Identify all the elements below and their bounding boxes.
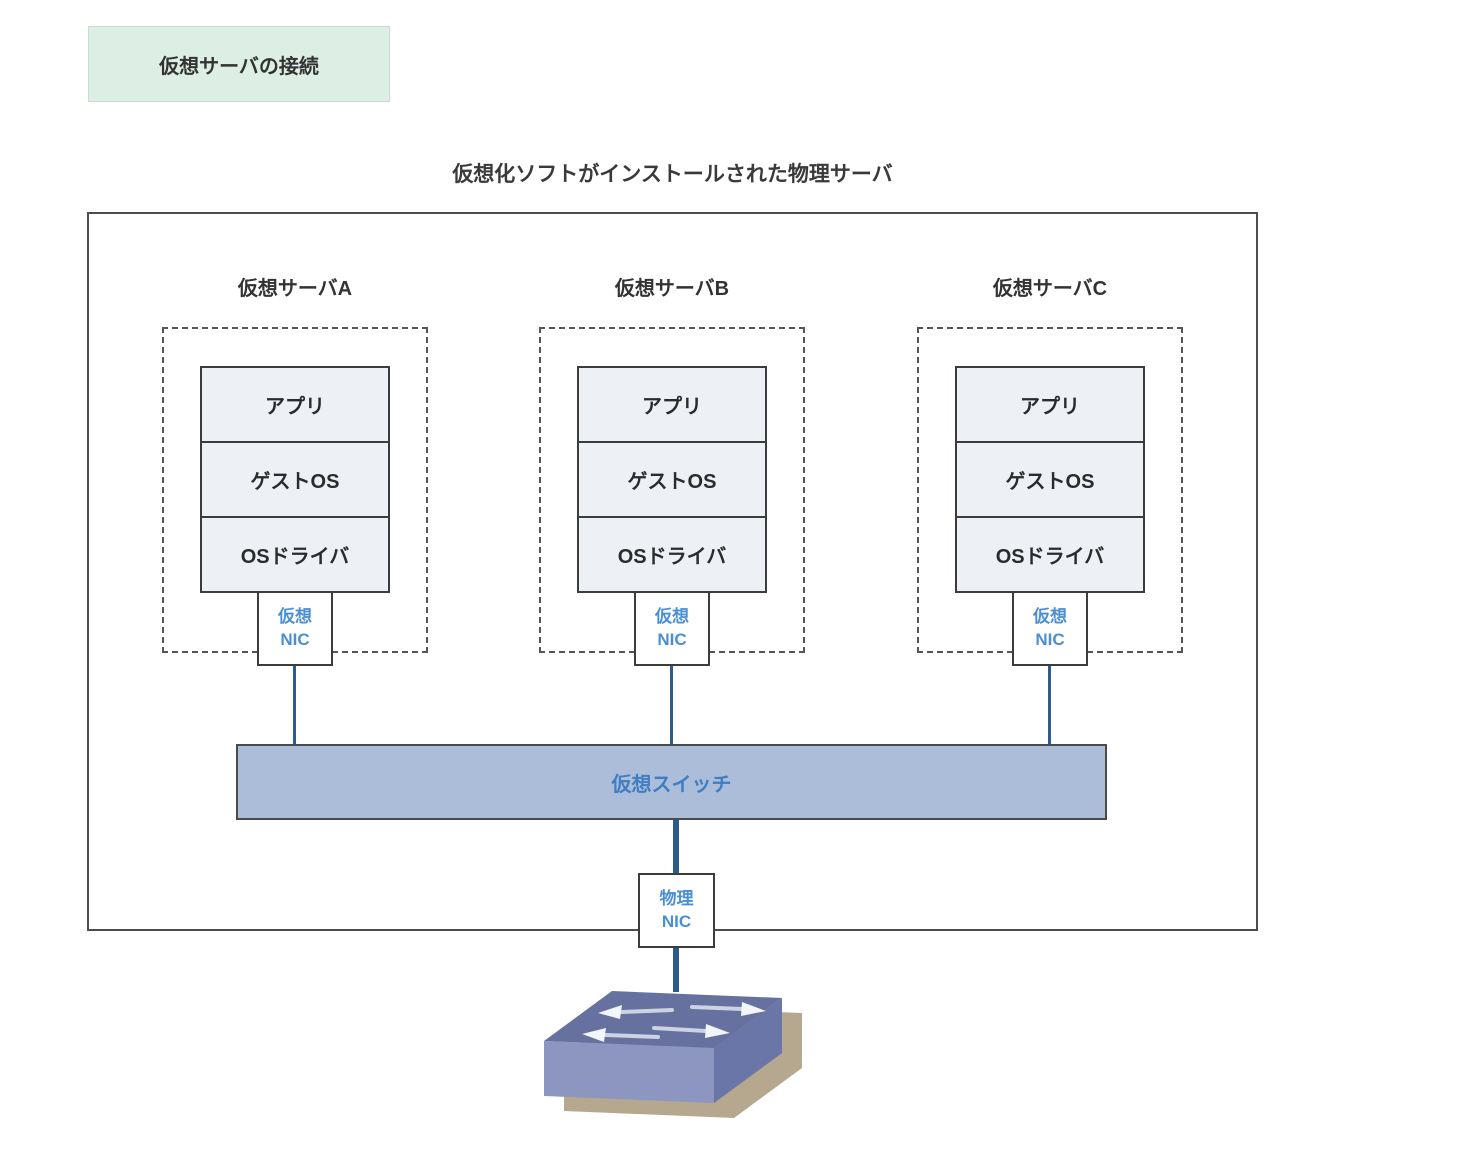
server-b-virtual-nic: 仮想 NIC	[634, 591, 710, 666]
server-c-layer-app: アプリ	[957, 368, 1143, 441]
server-a-layer-guest-os: ゲストOS	[202, 441, 388, 516]
server-a-virtual-nic-line2: NIC	[280, 629, 310, 649]
physical-nic: 物理 NIC	[638, 873, 715, 948]
server-b-nic-link-line	[670, 664, 673, 746]
virtual-switch-bar: 仮想スイッチ	[236, 744, 1107, 820]
page-title: 仮想サーバの接続	[159, 55, 319, 78]
physical-nic-line1: 物理	[659, 889, 694, 909]
server-c-layer-guest-os: ゲストOS	[957, 441, 1143, 516]
server-a-layer-os-driver: OSドライバ	[202, 516, 388, 591]
diagram-title: 仮想化ソフトがインストールされた物理サーバ	[452, 163, 893, 186]
server-b-virtual-nic-line1: 仮想	[655, 607, 689, 627]
server-c-stack: アプリ ゲストOS OSドライバ	[955, 366, 1145, 593]
server-b-stack: アプリ ゲストOS OSドライバ	[577, 366, 767, 593]
server-c-virtual-nic-line1: 仮想	[1033, 607, 1067, 627]
page-title-box: 仮想サーバの接続	[88, 26, 390, 102]
server-b-layer-os-driver: OSドライバ	[579, 516, 765, 591]
server-c-virtual-nic: 仮想 NIC	[1012, 591, 1088, 666]
server-a-layer-app: アプリ	[202, 368, 388, 441]
server-b-layer-guest-os: ゲストOS	[579, 441, 765, 516]
server-a-virtual-nic: 仮想 NIC	[257, 591, 333, 666]
server-a-virtual-nic-line1: 仮想	[278, 607, 312, 627]
server-c-nic-link-line	[1048, 664, 1051, 746]
server-c-label: 仮想サーバC	[992, 278, 1108, 300]
server-b-virtual-nic-line2: NIC	[657, 629, 687, 649]
server-a-stack: アプリ ゲストOS OSドライバ	[200, 366, 390, 593]
network-switch-icon	[544, 991, 802, 1118]
server-c-virtual-nic-line2: NIC	[1035, 629, 1065, 649]
physical-nic-line2: NIC	[661, 911, 692, 931]
virtual-switch-label: 仮想スイッチ	[611, 773, 732, 796]
server-b-label: 仮想サーバB	[614, 278, 730, 300]
switch-arrows	[582, 1002, 766, 1042]
server-b-layer-app: アプリ	[579, 368, 765, 441]
server-a-label: 仮想サーバA	[237, 278, 353, 300]
switch-right-face	[714, 998, 782, 1103]
server-c-layer-os-driver: OSドライバ	[957, 516, 1143, 591]
switch-front-face	[544, 1041, 714, 1103]
server-a-nic-link-line	[293, 664, 296, 746]
